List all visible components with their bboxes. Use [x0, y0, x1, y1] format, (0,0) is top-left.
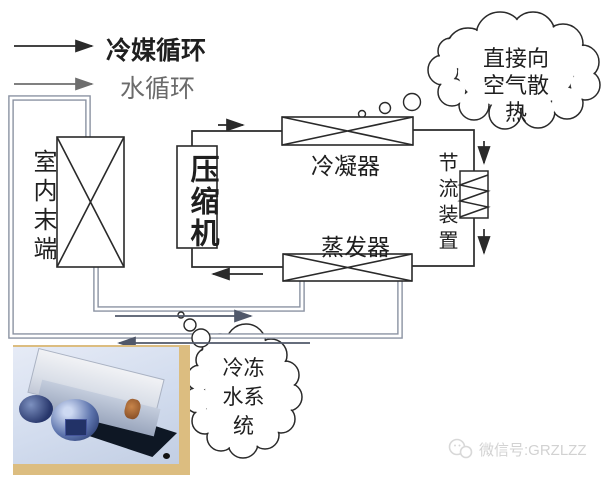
air-heat-cloud-text: 直接向 空气散 热	[468, 45, 564, 126]
air-heat-cloud-shape	[427, 11, 601, 130]
evaporator-symbol	[282, 253, 413, 282]
fan-coil-blower-inlet-left	[19, 395, 53, 423]
fan-coil-foot	[163, 453, 170, 459]
compressor-label: 压缩机	[186, 154, 218, 250]
watermark-text: 微信号:GRZLZZ	[479, 441, 587, 459]
air-heat-line-1: 直接向	[482, 46, 549, 71]
throttle-device-symbol	[457, 170, 491, 219]
fan-coil-grille	[65, 419, 87, 436]
watermark: 微信号:GRZLZZ	[447, 438, 587, 460]
chilled-water-line-2: 水系	[222, 385, 265, 409]
indoor-terminal-label: 室内末端	[29, 149, 55, 265]
wechat-icon	[448, 438, 473, 459]
chilled-water-line-3: 统	[233, 414, 254, 438]
chilled-water-cloud-text: 冷冻 水系 统	[196, 354, 291, 441]
air-heat-line-2: 空气散	[482, 73, 549, 98]
throttle-device-label: 节流装置	[435, 152, 457, 256]
fan-coil-photo	[13, 347, 179, 464]
refrigerant-pipe-loop	[191, 129, 475, 268]
bubble-trail-to-water-cloud	[177, 311, 211, 348]
legend-refrigerant-label: 冷媒循环	[106, 38, 207, 65]
air-heat-line-3: 热	[504, 100, 527, 125]
condenser-symbol	[281, 116, 414, 146]
evaporator-label: 蒸发器	[321, 235, 390, 260]
bubble-trail-to-air-cloud	[357, 92, 422, 119]
compressor-symbol	[176, 145, 218, 249]
fan-coil-photo-frame	[13, 345, 190, 475]
legend-water-label: 水循环	[120, 76, 196, 103]
water-pipe-loop	[8, 95, 403, 339]
flow-arrows	[14, 39, 491, 350]
indoor-terminal-symbol	[56, 136, 125, 268]
condenser-label: 冷凝器	[311, 154, 380, 179]
chilled-water-line-1: 冷冻	[222, 356, 265, 380]
